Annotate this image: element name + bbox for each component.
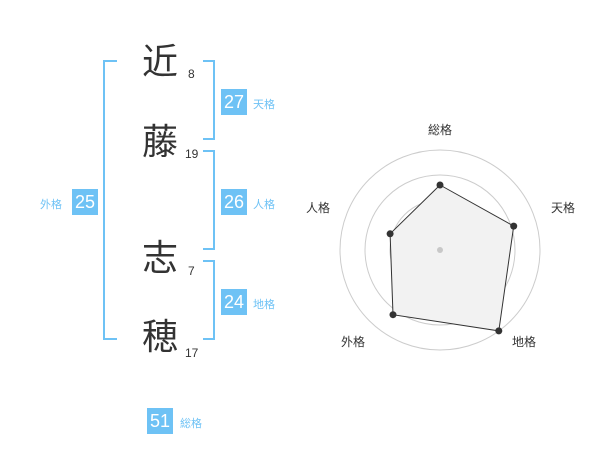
stroke-count-3: 7	[188, 264, 195, 278]
gaikaku-label: 外格	[40, 198, 62, 211]
radar-point-2	[510, 222, 518, 230]
radar-label-jinkaku: 人格	[306, 200, 330, 215]
jinkaku-bracket	[203, 150, 215, 250]
tenkaku-bracket	[203, 60, 215, 140]
gaikaku-score: 25	[72, 189, 98, 215]
radar-label-tenkaku: 天格	[551, 200, 575, 215]
chikaku-bracket	[203, 260, 215, 340]
jinkaku-label: 人格	[253, 198, 275, 211]
radar-label-gaikaku: 外格	[341, 334, 365, 349]
name-char-1: 近	[142, 42, 179, 83]
soukaku-score: 51	[147, 408, 173, 434]
radar-area	[389, 184, 515, 332]
tenkaku-score: 27	[221, 89, 247, 115]
name-char-3: 志	[142, 238, 179, 279]
radar-grid-ring-4	[339, 149, 541, 351]
radar-point-4	[389, 311, 397, 319]
radar-grid-ring-1	[414, 224, 466, 276]
radar-label-chikaku: 地格	[512, 334, 536, 349]
stroke-count-1: 8	[188, 67, 195, 81]
radar-grid-ring-2	[389, 199, 491, 301]
radar-grid	[339, 149, 541, 351]
chikaku-score: 24	[221, 289, 247, 315]
radar-point-3	[495, 327, 503, 335]
radar-center-dot	[437, 247, 443, 253]
soukaku-label: 総格	[180, 417, 202, 430]
stroke-count-4: 17	[185, 346, 199, 360]
radar-label-soukaku: 総格	[428, 122, 452, 137]
jinkaku-score: 26	[221, 189, 247, 215]
radar-point-1	[436, 181, 444, 189]
radar-points	[386, 181, 518, 335]
radar-point-5	[386, 230, 394, 238]
tenkaku-label: 天格	[253, 98, 275, 111]
name-char-2: 藤	[142, 122, 179, 163]
stroke-count-2: 19	[185, 147, 199, 161]
radar-grid-ring-3	[364, 174, 516, 326]
name-char-4: 穂	[142, 317, 179, 358]
chikaku-label: 地格	[253, 298, 275, 311]
gaikaku-bracket	[103, 60, 117, 340]
